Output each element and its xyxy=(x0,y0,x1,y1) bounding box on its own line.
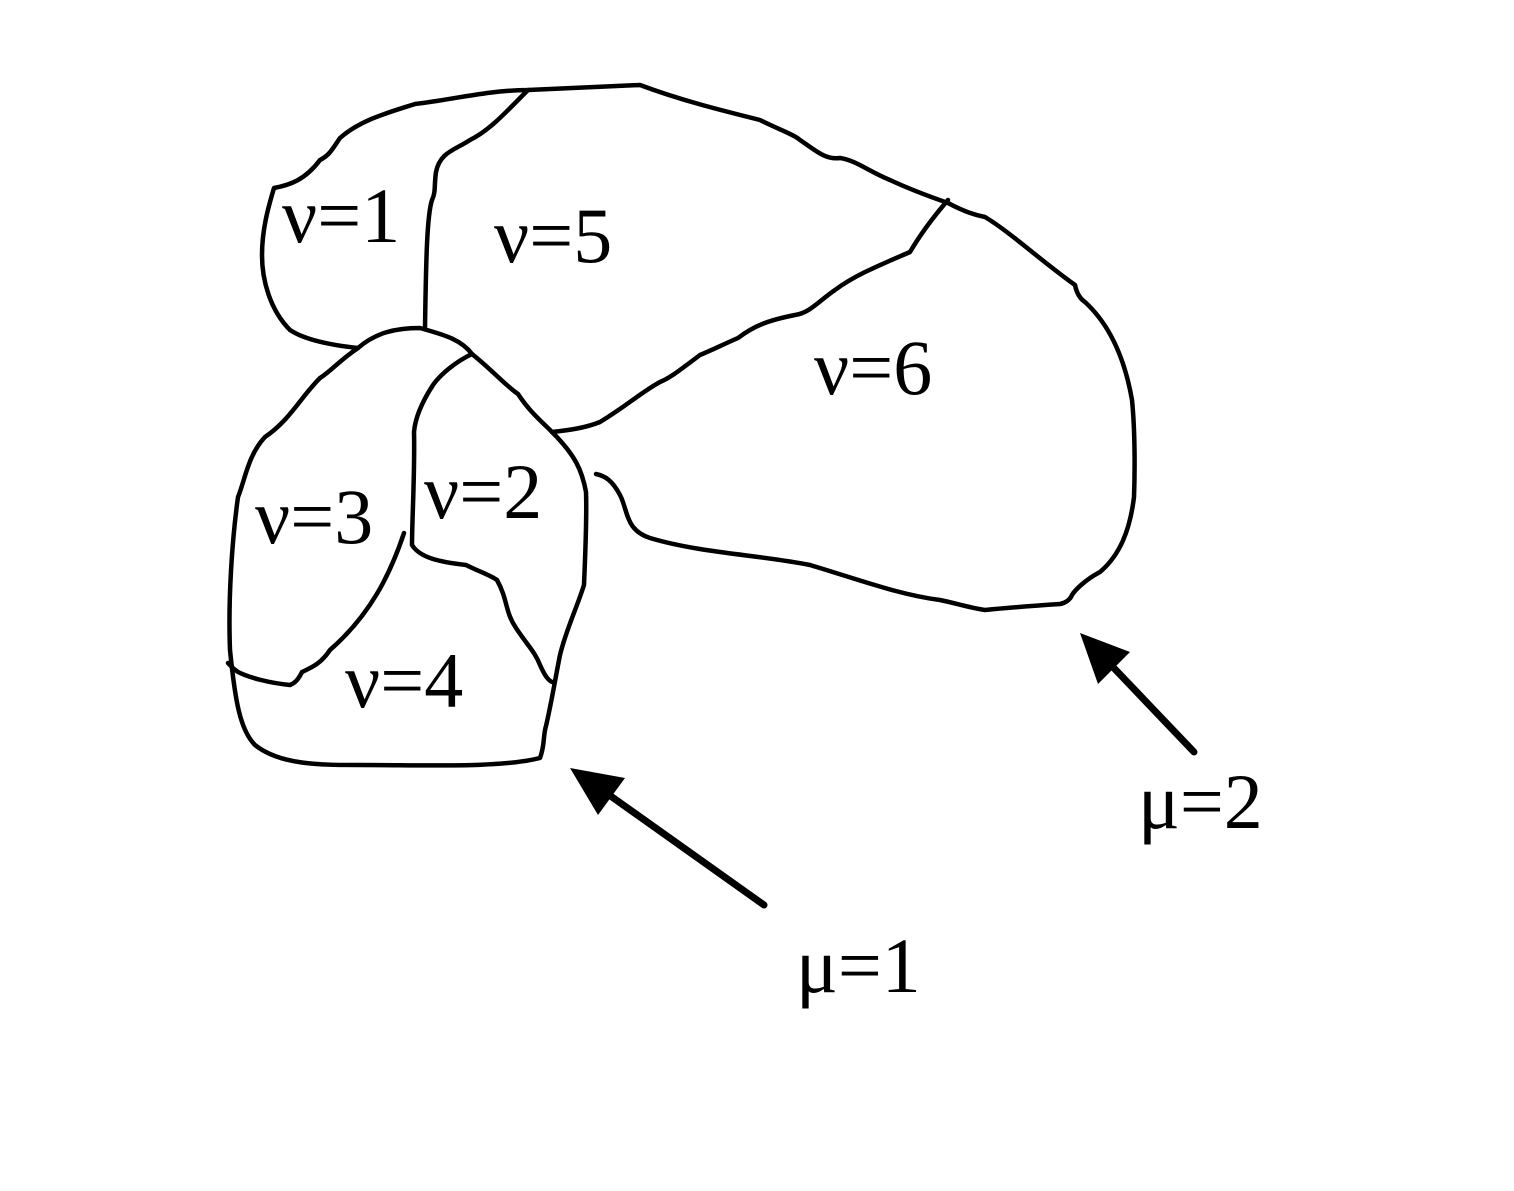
region-label-nu-1: ν=4 xyxy=(345,637,463,724)
mu1-top-boundary xyxy=(355,325,555,435)
boundary-nu4-nu5 xyxy=(422,87,531,331)
boundary-nu2-nu3 xyxy=(409,351,555,685)
boundary-nu3-nu1 xyxy=(225,530,407,688)
arrow-mu-1 xyxy=(608,793,768,909)
boundary-nu5-nu6 xyxy=(549,197,951,435)
mu2-upper-boundary xyxy=(259,82,1137,613)
mu1-outer-boundary xyxy=(227,345,589,768)
region-label-nu-2: ν=2 xyxy=(424,448,542,535)
arrow-mu-2 xyxy=(1107,661,1198,756)
region-label-nu-6: ν=6 xyxy=(814,324,932,411)
group-label-mu-2: μ=2 xyxy=(1138,758,1263,845)
arrow-head-mu-2 xyxy=(1080,633,1130,684)
arrow-head-mu-1 xyxy=(570,768,625,815)
region-label-nu-5: ν=5 xyxy=(494,192,612,279)
region-label-nu-3: ν=3 xyxy=(255,473,373,560)
region-label-nu-4: ν=1 xyxy=(282,172,400,259)
group-label-mu-1: μ=1 xyxy=(796,922,921,1009)
